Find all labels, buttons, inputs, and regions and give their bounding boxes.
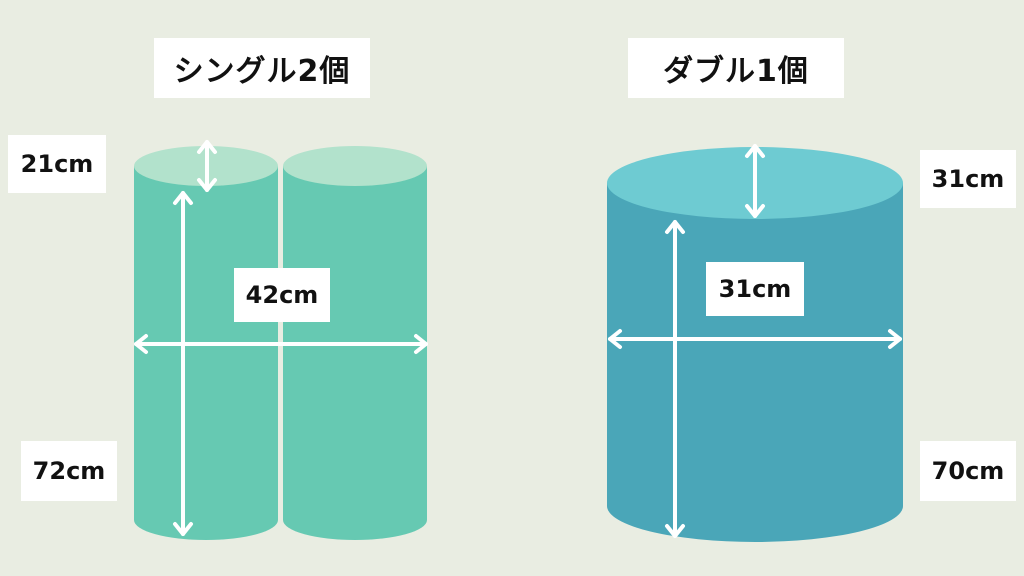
single-title: シングル2個 [154,38,370,98]
double-diameter-label: 31cm [920,150,1016,208]
double-title: ダブル1個 [628,38,844,98]
single-roll-right [283,146,427,540]
double-width-label: 31cm [706,262,804,316]
single-height-label: 72cm [21,441,117,501]
left-dimension-arrows [134,140,428,536]
right-dimension-arrows [608,144,902,538]
double-height-label: 70cm [920,441,1016,501]
single-width-label: 42cm [234,268,330,322]
single-diameter-label: 21cm [8,135,106,193]
